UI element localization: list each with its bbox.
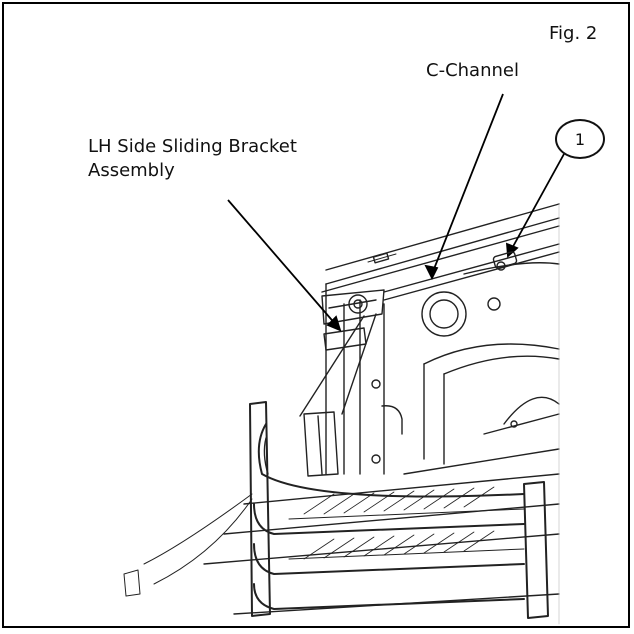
c-channel-leader-line: [431, 93, 504, 275]
lh-sliding-bracket: [299, 289, 385, 477]
c-channel-rail: [321, 203, 560, 301]
figure-frame: Fig. 2 C-Channel LH Side Sliding Bracket…: [2, 2, 630, 628]
bracket-arrowhead: [326, 315, 342, 332]
callout-1-number: 1: [574, 129, 586, 149]
lh-bracket-label-line2: Assembly: [88, 160, 175, 181]
bracket-leader-line: [227, 199, 338, 327]
c-channel-label: C-Channel: [426, 60, 519, 81]
lh-bracket-label-line1: LH Side Sliding Bracket: [88, 136, 297, 157]
extender-grating: [303, 486, 495, 560]
bed-extender: [249, 401, 549, 619]
callout-1-circle: 1: [555, 119, 605, 159]
c-channel-arrowhead: [424, 264, 439, 281]
truck-bed-illustration: [123, 93, 565, 625]
figure-number: Fig. 2: [549, 23, 598, 44]
callout-1-component: [492, 251, 518, 271]
tailgate-cable: [123, 493, 253, 597]
bed-front-wall: [325, 262, 560, 475]
callout-1-leader-line: [509, 153, 565, 253]
